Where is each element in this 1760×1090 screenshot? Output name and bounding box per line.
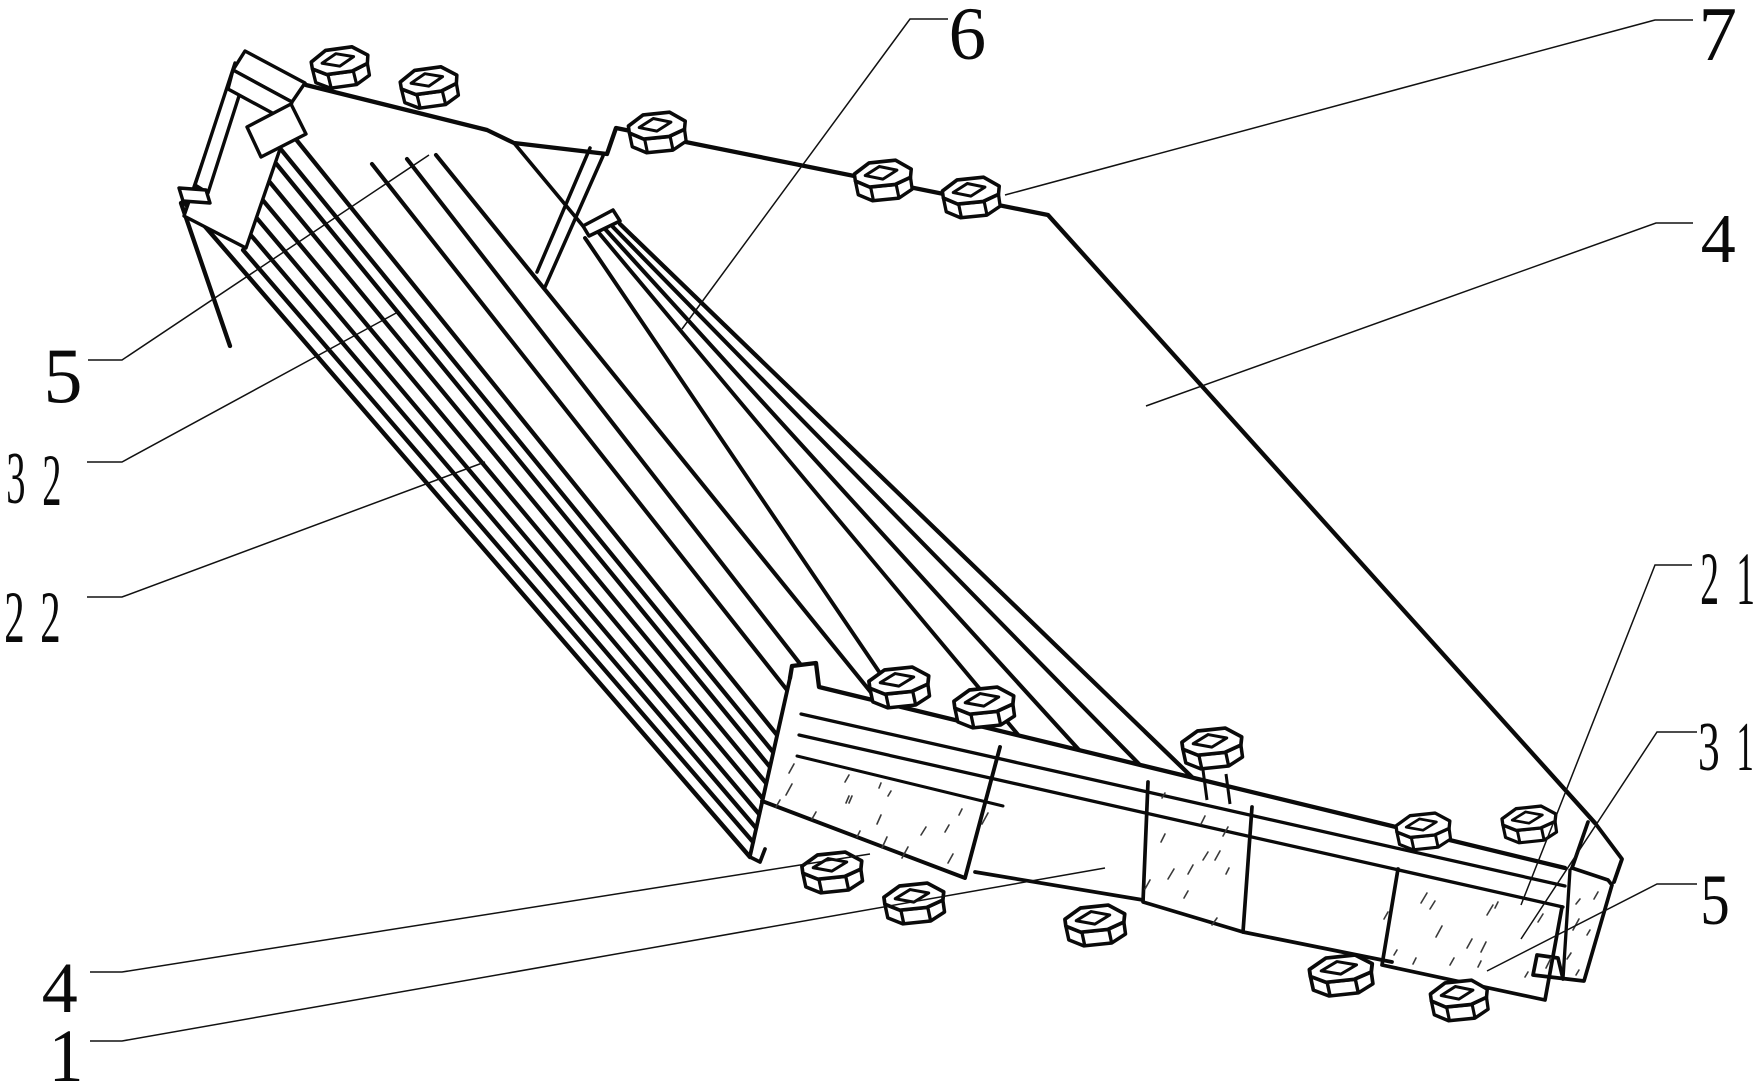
svg-text:1: 1 (1736, 537, 1755, 620)
svg-text:4: 4 (1701, 201, 1736, 278)
svg-text:2: 2 (42, 439, 61, 522)
svg-text:2: 2 (4, 576, 24, 658)
svg-text:7: 7 (1699, 0, 1738, 77)
svg-text:1: 1 (1736, 708, 1754, 785)
svg-text:3: 3 (1698, 707, 1720, 785)
svg-text:1: 1 (49, 1014, 84, 1090)
svg-text:5: 5 (44, 332, 83, 419)
svg-text:6: 6 (949, 0, 987, 76)
svg-text:2: 2 (40, 576, 60, 658)
svg-text:4: 4 (42, 948, 78, 1028)
svg-text:5: 5 (1700, 861, 1730, 941)
svg-text:3: 3 (6, 437, 25, 520)
svg-text:2: 2 (1700, 537, 1719, 620)
